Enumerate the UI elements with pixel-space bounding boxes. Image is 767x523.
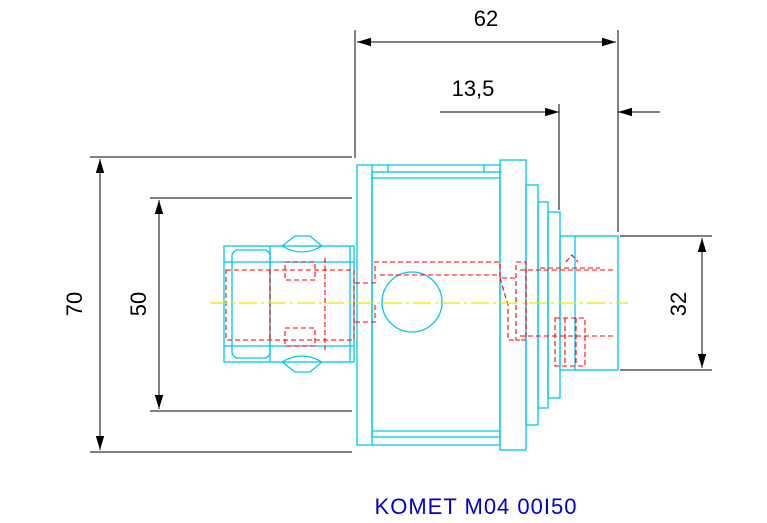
dim-shank-diameter: 32 bbox=[666, 292, 691, 316]
dim-outer-diameter: 70 bbox=[62, 292, 87, 316]
dim-overall-length: 62 bbox=[474, 6, 498, 31]
hidden-lines bbox=[225, 254, 615, 367]
part-caption: KOMET M04 00I50 bbox=[375, 494, 578, 519]
dimension-lines bbox=[90, 30, 712, 453]
dim-shank-offset: 13,5 bbox=[452, 76, 495, 101]
part-outline bbox=[223, 159, 619, 451]
dim-flange-diameter: 50 bbox=[126, 292, 151, 316]
